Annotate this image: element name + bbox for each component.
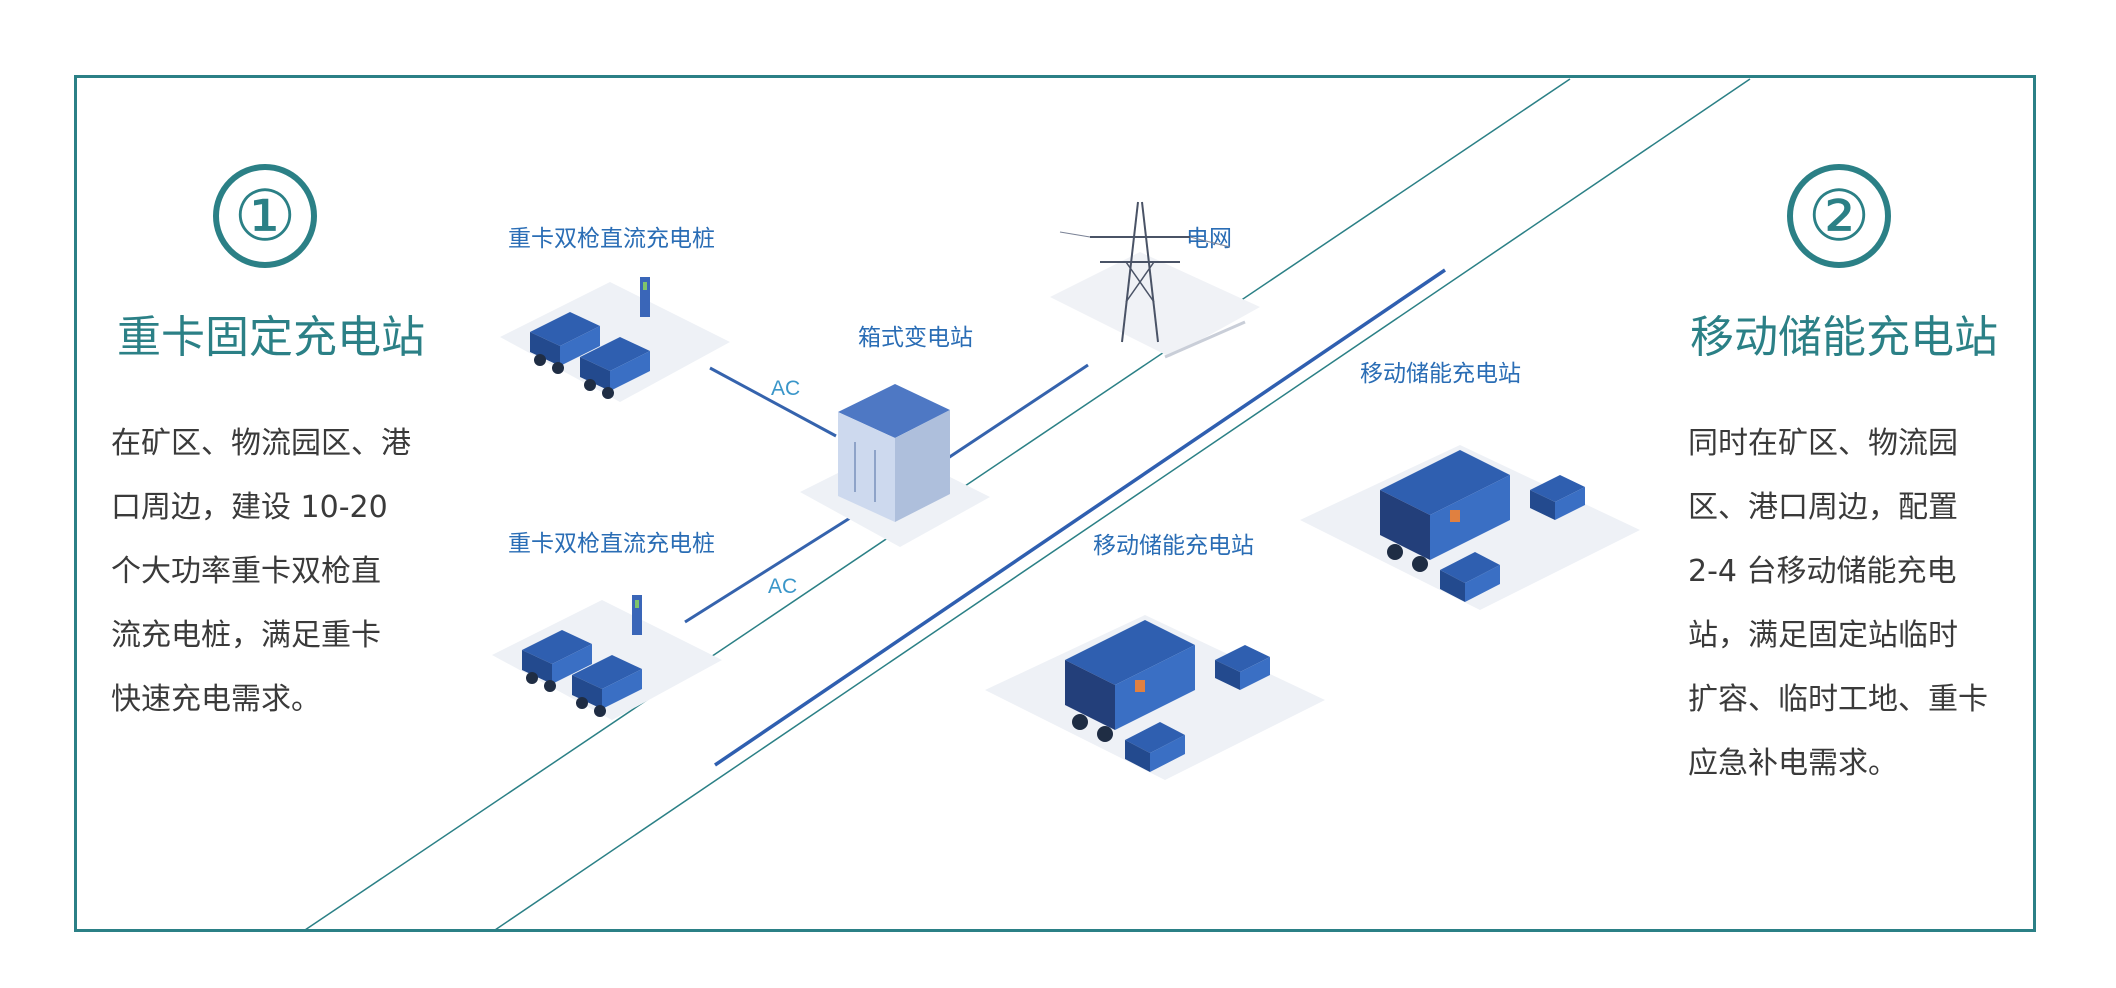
charger-pile-icon xyxy=(632,595,642,635)
charger-top-label: 重卡双枪直流充电桩 xyxy=(508,226,715,252)
mobile-station-right-label: 移动储能充电站 xyxy=(1360,361,1521,387)
mobile-station-center-label: 移动储能充电站 xyxy=(1093,533,1254,559)
charger-pad-bottom xyxy=(492,595,722,720)
number-badge-2: ② xyxy=(1787,164,1891,268)
truck-icon xyxy=(1125,722,1185,772)
mobile-station-right xyxy=(1300,445,1640,610)
outer-frame xyxy=(74,75,2036,932)
truck-icon xyxy=(580,337,650,399)
power-cable-line xyxy=(714,268,1446,767)
left-desc-line: 在矿区、物流园区、港 xyxy=(111,426,411,461)
truck-icon xyxy=(530,312,600,374)
power-tower-icon xyxy=(1050,201,1260,359)
left-desc-line: 口周边，建设 10-20 xyxy=(111,490,388,525)
truck-icon xyxy=(1440,552,1500,602)
truck-icon xyxy=(522,630,592,692)
right-desc-line: 扩容、临时工地、重卡 xyxy=(1688,682,1988,717)
truck-icon xyxy=(1530,475,1585,520)
ac-label-bottom: AC xyxy=(768,575,798,598)
mobile-station-center xyxy=(985,615,1325,780)
ac-line-top xyxy=(709,366,837,438)
left-description: 在矿区、物流园区、港 口周边，建设 10-20 个大功率重卡双枪直 流充电桩，满… xyxy=(111,412,411,732)
charger-pile-icon xyxy=(640,277,650,317)
ac-line-bottom xyxy=(684,516,851,624)
storage-truck-icon xyxy=(1380,450,1510,572)
number-badge-1: ① xyxy=(213,164,317,268)
left-desc-line: 快速充电需求。 xyxy=(111,682,321,717)
truck-icon xyxy=(572,655,642,717)
right-desc-line: 应急补电需求。 xyxy=(1688,746,1898,781)
right-desc-line: 站，满足固定站临时 xyxy=(1688,618,1958,653)
box-transformer-icon xyxy=(800,384,990,547)
divider-line-2 xyxy=(494,78,1751,931)
storage-truck-icon xyxy=(1065,620,1195,742)
transformer-label: 箱式变电站 xyxy=(858,325,973,351)
right-title: 移动储能充电站 xyxy=(1690,312,1998,363)
left-title: 重卡固定充电站 xyxy=(117,312,425,363)
grid-line xyxy=(944,363,1089,462)
right-desc-line: 区、港口周边，配置 xyxy=(1688,490,1958,525)
charger-pad-top xyxy=(500,277,730,402)
charger-bottom-label: 重卡双枪直流充电桩 xyxy=(508,531,715,557)
right-desc-line: 同时在矿区、物流园 xyxy=(1688,426,1958,461)
right-description: 同时在矿区、物流园 区、港口周边，配置 2-4 台移动储能充电 站，满足固定站临… xyxy=(1688,412,1988,796)
ac-label-top: AC xyxy=(771,377,801,400)
right-desc-line: 2-4 台移动储能充电 xyxy=(1688,554,1957,589)
left-desc-line: 个大功率重卡双枪直 xyxy=(111,554,381,589)
left-desc-line: 流充电桩，满足重卡 xyxy=(111,618,381,653)
truck-icon xyxy=(1215,645,1270,690)
